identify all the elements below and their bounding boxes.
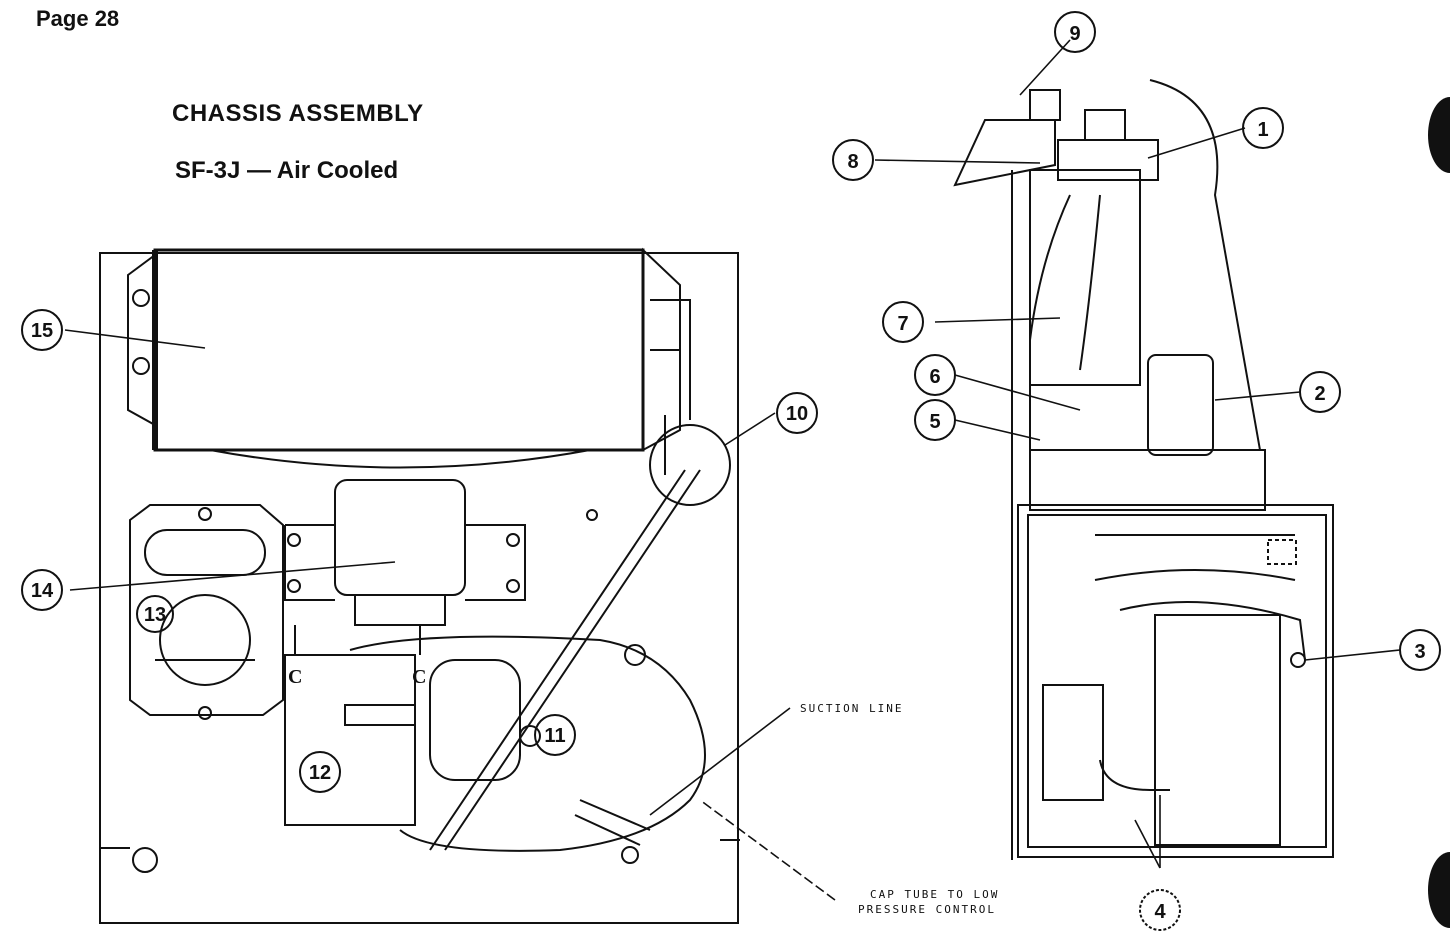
compressor-shell <box>349 635 706 852</box>
condenser <box>153 248 645 452</box>
chute <box>953 119 1056 187</box>
callout-12: 12 <box>309 762 331 784</box>
callout-3-circle <box>1399 629 1441 671</box>
callout-7: 7 <box>897 313 908 335</box>
page-label: Page 28 <box>36 6 120 31</box>
diagram-subtitle: SF-3J — Air Cooled <box>175 157 399 184</box>
callout-15-circle <box>21 309 63 351</box>
callout-10-circle <box>776 392 818 434</box>
callout-circles <box>21 11 1441 931</box>
leader-lines <box>64 39 1401 901</box>
callout-11-circle <box>534 714 576 756</box>
callout-2: 2 <box>1314 383 1325 405</box>
compressor-side <box>1154 614 1281 846</box>
drier <box>649 424 731 506</box>
freezing-base <box>1029 449 1266 511</box>
callout-6-circle <box>914 354 956 396</box>
diagram-title: CHASSIS ASSEMBLY <box>172 100 424 127</box>
callout-3: 3 <box>1414 641 1425 663</box>
callout-7-circle <box>882 301 924 343</box>
discharge-line <box>429 469 701 851</box>
callout-8-circle <box>832 139 874 181</box>
suction-line-label: SUCTION LINE <box>800 702 903 715</box>
callout-9-circle <box>1054 11 1096 53</box>
callout-15: 15 <box>31 320 53 342</box>
evaporator <box>1029 169 1141 386</box>
callout-12-circle <box>299 751 341 793</box>
callout-9: 9 <box>1069 23 1080 45</box>
section-marker-right: C <box>412 666 426 688</box>
side-view <box>953 79 1334 860</box>
relay-box <box>284 654 416 826</box>
callout-5-circle <box>914 399 956 441</box>
water-reservoir <box>1057 139 1159 181</box>
selector-switch <box>159 594 251 686</box>
callout-10: 10 <box>786 403 808 425</box>
section-marker-left: C <box>288 666 302 688</box>
callout-8: 8 <box>847 151 858 173</box>
callout-numbers: 1 2 3 4 5 6 7 8 9 10 11 12 13 14 15 <box>31 23 1426 923</box>
condenser-bracket-left <box>127 253 156 427</box>
callout-14-circle <box>21 569 63 611</box>
callout-14: 14 <box>31 580 54 602</box>
gear-motor <box>1147 354 1214 456</box>
callout-4: 4 <box>1154 901 1166 923</box>
page-tab-top <box>1428 97 1450 173</box>
condenser-bracket-right <box>642 247 681 452</box>
fan-motor <box>334 479 466 596</box>
callout-13: 13 <box>144 604 166 626</box>
electrical-box <box>129 504 284 716</box>
callout-4-circle <box>1139 889 1181 931</box>
cap-tube-label-1: CAP TUBE TO LOW <box>870 888 999 901</box>
callout-5: 5 <box>929 411 940 433</box>
callout-2-circle <box>1299 371 1341 413</box>
callout-11: 11 <box>544 725 565 747</box>
page-tab-bottom <box>1428 852 1450 928</box>
callout-13-circle <box>136 595 174 633</box>
callout-1: 1 <box>1257 119 1268 141</box>
callout-6: 6 <box>929 366 940 388</box>
cabinet <box>1017 504 1334 858</box>
suction-line <box>574 799 651 846</box>
cap-tube-label-2: PRESSURE CONTROL <box>858 903 996 916</box>
callout-1-circle <box>1242 107 1284 149</box>
top-view <box>99 247 740 924</box>
